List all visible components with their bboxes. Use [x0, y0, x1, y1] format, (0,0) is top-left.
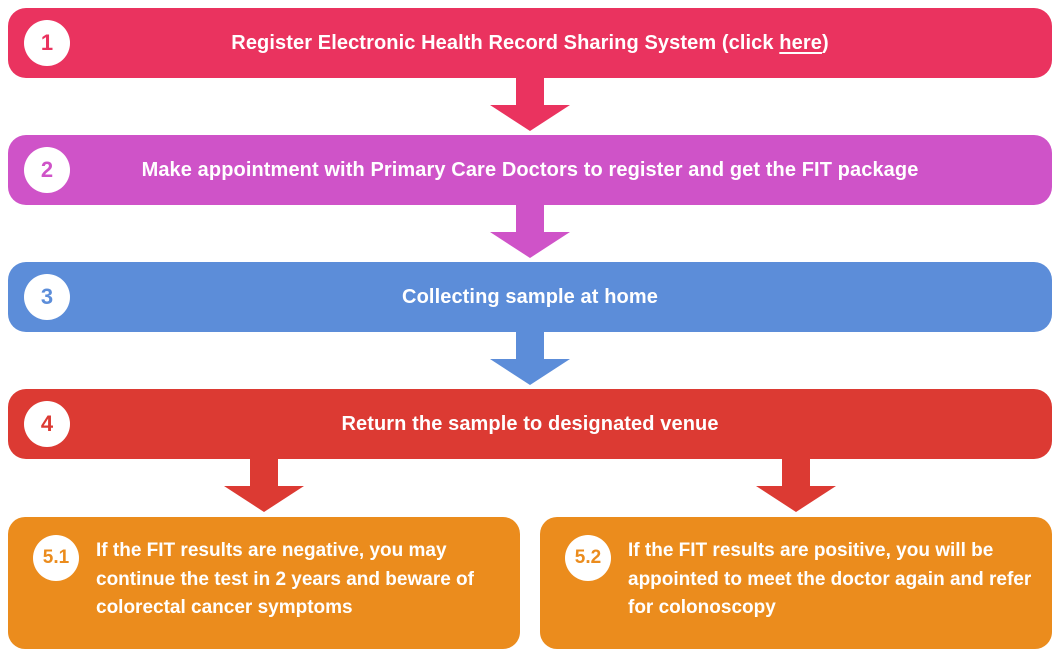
step-4-badge: 4 [24, 401, 70, 447]
step-1-label: Register Electronic Health Record Sharin… [151, 32, 908, 55]
arrow-step1-to-step2-icon [490, 78, 570, 135]
step-1-badge: 1 [24, 20, 70, 66]
arrow-stem [782, 459, 810, 486]
outcome-5-1-label: If the FIT results are negative, you may… [96, 540, 474, 618]
arrow-stem [516, 78, 544, 105]
flow-column: 1 Register Electronic Health Record Shar… [8, 8, 1052, 649]
outcome-5-2-card: 5.2 If the FIT results are positive, you… [540, 517, 1052, 649]
arrow-stem [516, 332, 544, 359]
arrow-head [224, 486, 304, 512]
arrow-step4-to-outcome2-icon [756, 459, 836, 517]
arrow-head [756, 486, 836, 512]
step-3-bar: 3 Collecting sample at home [8, 262, 1052, 332]
split-right [540, 459, 1052, 517]
arrow-step3-to-step4-icon [490, 332, 570, 389]
outcome-5-1-card: 5.1 If the FIT results are negative, you… [8, 517, 520, 649]
step-3-label: Collecting sample at home [402, 285, 658, 308]
step-1-text-prefix: Register Electronic Health Record Sharin… [231, 31, 780, 54]
arrow-step2-to-step3-icon [490, 205, 570, 262]
arrow-head [490, 105, 570, 131]
gap-step3-step4 [8, 332, 1052, 389]
arrow-head [490, 232, 570, 258]
step-1-text-suffix: ) [821, 31, 829, 54]
step-2-bar: 2 Make appointment with Primary Care Doc… [8, 135, 1052, 205]
arrow-stem [516, 205, 544, 232]
split-left [8, 459, 520, 517]
gap-step2-step3 [8, 205, 1052, 262]
step-2-label: Make appointment with Primary Care Docto… [141, 158, 919, 181]
ehr-register-link[interactable]: here [779, 31, 822, 54]
arrow-head [490, 359, 570, 385]
outcome-5-1-badge: 5.1 [33, 535, 79, 581]
step-2-badge: 2 [24, 147, 70, 193]
gap-step1-step2 [8, 78, 1052, 135]
outcomes-row: 5.1 If the FIT results are negative, you… [8, 517, 1052, 649]
gap-step4-outcomes [8, 459, 1052, 517]
arrow-step4-to-outcome1-icon [224, 459, 304, 517]
step-3-badge: 3 [24, 274, 70, 320]
outcome-5-2-label: If the FIT results are positive, you wil… [628, 540, 1032, 618]
step-1-bar: 1 Register Electronic Health Record Shar… [8, 8, 1052, 78]
outcome-5-2-badge: 5.2 [565, 535, 611, 581]
step-4-label: Return the sample to designated venue [341, 412, 719, 435]
step-4-bar: 4 Return the sample to designated venue [8, 389, 1052, 459]
arrow-stem [250, 459, 278, 486]
